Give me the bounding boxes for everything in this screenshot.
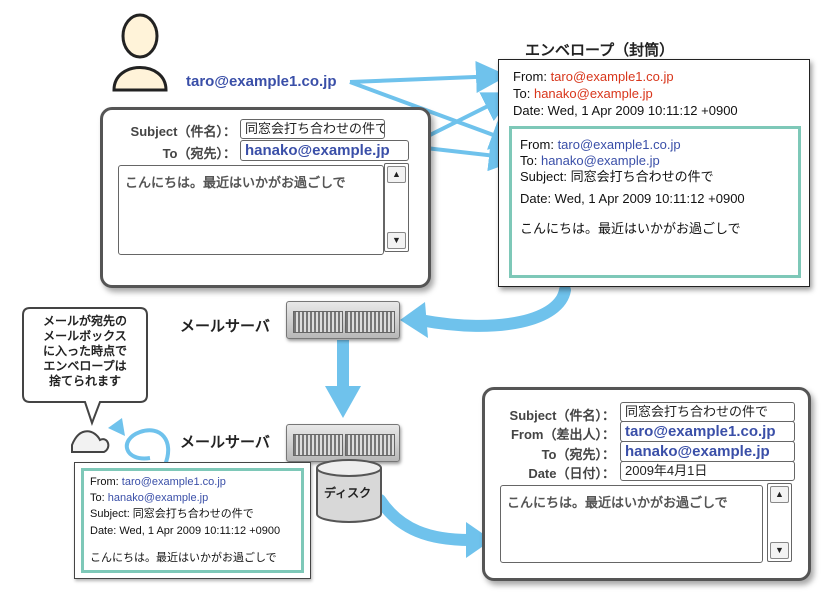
inner-body: こんにちは。最近はいかがお過ごしで — [520, 221, 741, 236]
scroll-down-icon[interactable]: ▼ — [387, 232, 406, 249]
mail-server-1-icon — [286, 301, 400, 339]
envelope-to-line: To: hanako@example.jp — [513, 85, 653, 103]
received-scroll-down-icon[interactable]: ▼ — [770, 542, 789, 559]
envelope-to-value: hanako@example.jp — [533, 86, 653, 101]
received-subject-label: Subject（件名）： — [509, 408, 615, 423]
mail-server-2-icon — [286, 424, 400, 462]
discarded-envelope-icon — [71, 430, 110, 453]
mail-server-label-2: メールサーバ — [180, 434, 270, 451]
body-scrollbar[interactable]: ▲ ▼ — [384, 163, 409, 252]
callout-line-4: エンベロープは — [43, 359, 127, 373]
stored-to-line: To: hanako@example.jp — [90, 491, 208, 506]
envelope-date-line: Date: Wed, 1 Apr 2009 10:11:12 +0900 — [513, 103, 738, 118]
inner-to-value: hanako@example.jp — [540, 153, 660, 168]
received-scroll-up-icon[interactable]: ▲ — [770, 486, 789, 503]
received-to-label: To（宛先）： — [541, 447, 615, 462]
envelope-title: エンベロープ（封筒） — [525, 42, 675, 59]
inner-message: From: taro@example1.co.jp To: hanako@exa… — [509, 126, 801, 278]
inner-from-value: taro@example1.co.jp — [557, 137, 681, 152]
inner-from-label: From: — [520, 137, 558, 152]
callout-line-1: メールが宛先の — [42, 314, 127, 328]
envelope-to-label: To: — [513, 86, 534, 101]
arrow-from-to-inner — [349, 80, 523, 150]
inner-date-line: Date: Wed, 1 Apr 2009 10:11:12 +0900 — [520, 191, 745, 206]
subject-label: Subject（件名）： — [130, 124, 236, 139]
arrow-from-to-envelope — [349, 60, 508, 93]
arrow-disk-to-received — [374, 494, 476, 546]
callout-line-2: メールボックス — [43, 329, 127, 343]
received-scrollbar[interactable]: ▲ ▼ — [767, 483, 792, 562]
stored-date-line: Date: Wed, 1 Apr 2009 10:11:12 +0900 — [90, 525, 281, 537]
stored-subject-line: Subject: 同窓会打ち合わせの件で — [90, 508, 254, 520]
scroll-up-icon[interactable]: ▲ — [387, 166, 406, 183]
envelope-from-line: From: taro@example1.co.jp — [513, 68, 674, 86]
arrow-envelope-to-server — [414, 284, 571, 332]
callout-line-5: 捨てられます — [48, 374, 121, 388]
received-subject-field[interactable]: 同窓会打ち合わせの件で — [620, 402, 795, 422]
mail-server-label-1: メールサーバ — [180, 318, 270, 335]
sender-address: taro@example1.co.jp — [186, 73, 337, 90]
received-to-field[interactable]: hanako@example.jp — [620, 441, 795, 462]
subject-field[interactable]: 同窓会打ち合わせの件で — [240, 119, 385, 139]
user-icon — [112, 13, 168, 92]
envelope-from-value: taro@example1.co.jp — [550, 69, 674, 84]
arrow-server-to-server — [337, 340, 349, 388]
stored-message-inner: From: taro@example1.co.jp To: hanako@exa… — [81, 468, 304, 573]
callout-text: メールが宛先の メールボックス に入った時点で エンベロープは 捨てられます — [26, 314, 144, 389]
stored-body: こんにちは。最近はいかがお過ごしで — [90, 552, 277, 564]
stored-message: From: taro@example1.co.jp To: hanako@exa… — [74, 462, 311, 579]
body-textarea[interactable]: こんにちは。最近はいかがお過ごしで — [118, 165, 384, 255]
stored-from-line: From: taro@example1.co.jp — [90, 475, 226, 490]
inner-to-label: To: — [520, 153, 541, 168]
received-date-label: Date（日付）： — [528, 466, 615, 481]
callout-line-3: に入った時点で — [42, 344, 127, 358]
received-from-field[interactable]: taro@example1.co.jp — [620, 421, 795, 442]
envelope: From: taro@example1.co.jp To: hanako@exa… — [498, 59, 810, 287]
stored-from-value: taro@example1.co.jp — [121, 476, 226, 488]
inner-to-line: To: hanako@example.jp — [520, 152, 660, 170]
inner-subject-line: Subject: 同窓会打ち合わせの件で — [520, 169, 714, 184]
envelope-from-label: From: — [513, 69, 551, 84]
to-label: To（宛先）： — [162, 146, 236, 161]
compose-panel: Subject（件名）： 同窓会打ち合わせの件で To（宛先）： hanako@… — [100, 107, 431, 288]
stored-from-label: From: — [90, 476, 122, 488]
received-from-label: From（差出人）： — [510, 427, 615, 442]
received-panel: Subject（件名）： 同窓会打ち合わせの件で From（差出人）： taro… — [482, 387, 811, 581]
received-body-textarea[interactable]: こんにちは。最近はいかがお過ごしで — [500, 485, 763, 563]
callout-bubble — [22, 307, 148, 426]
stored-to-label: To: — [90, 492, 108, 504]
inner-from-line: From: taro@example1.co.jp — [520, 136, 681, 154]
discard-swirl — [124, 428, 171, 466]
disk-label: ディスク — [324, 486, 372, 500]
stored-to-value: hanako@example.jp — [107, 492, 209, 504]
disk-icon — [316, 459, 382, 523]
to-field[interactable]: hanako@example.jp — [240, 140, 409, 161]
received-date-field[interactable]: 2009年4月1日 — [620, 461, 795, 481]
